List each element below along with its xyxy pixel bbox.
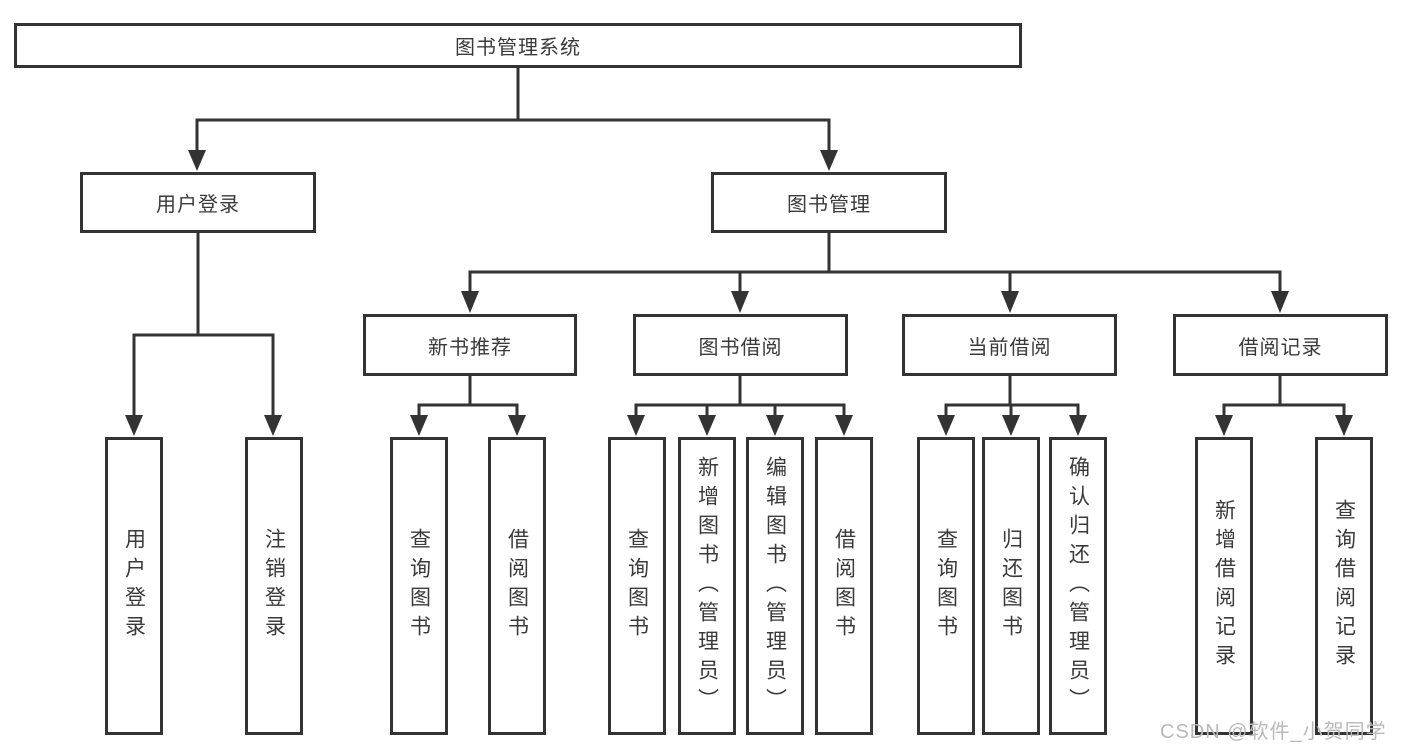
leaf-label: 新增借阅记录 <box>1212 499 1236 673</box>
leaf-label: 查询借阅记录 <box>1332 499 1356 673</box>
leaf-label: 编辑图书（管理员） <box>763 455 787 717</box>
leaf-return-books: 归还图书 <box>982 437 1040 735</box>
node-label: 图书管理系统 <box>455 37 581 59</box>
node-label: 新书推荐 <box>428 336 512 359</box>
node-current-borrowing: 当前借阅 <box>902 314 1117 376</box>
leaf-query-borrow-record: 查询借阅记录 <box>1315 437 1373 735</box>
leaf-borrow-books-recommend: 借阅图书 <box>488 437 546 735</box>
leaf-add-borrow-record: 新增借阅记录 <box>1195 437 1253 735</box>
leaf-logout: 注销登录 <box>245 437 303 735</box>
node-label: 用户登录 <box>156 194 240 216</box>
node-borrowing-records: 借阅记录 <box>1173 314 1388 376</box>
leaf-user-login: 用户登录 <box>105 437 163 735</box>
leaf-edit-books-admin: 编辑图书（管理员） <box>746 437 804 735</box>
leaf-confirm-return-admin: 确认归还（管理员） <box>1049 437 1107 735</box>
leaf-query-books-borrowing: 查询图书 <box>608 437 666 735</box>
leaf-query-books-recommend: 查询图书 <box>390 437 448 735</box>
leaf-query-books-current: 查询图书 <box>917 437 975 735</box>
leaf-label: 归还图书 <box>999 528 1023 644</box>
node-label: 当前借阅 <box>967 336 1052 359</box>
node-library-management-system: 图书管理系统 <box>14 23 1022 68</box>
node-label: 图书管理 <box>787 194 871 216</box>
leaf-label: 借阅图书 <box>505 528 529 644</box>
node-new-book-recommend: 新书推荐 <box>363 314 577 376</box>
leaf-borrow-books: 借阅图书 <box>815 437 873 735</box>
leaf-label: 确认归还（管理员） <box>1066 455 1090 717</box>
node-book-borrowing: 图书借阅 <box>633 314 848 376</box>
leaf-label: 查询图书 <box>934 528 958 644</box>
node-user-login: 用户登录 <box>80 172 316 233</box>
node-label: 借阅记录 <box>1238 336 1323 359</box>
node-book-management: 图书管理 <box>711 172 947 233</box>
csdn-watermark: CSDN @软件_小贺同学 <box>1160 721 1387 743</box>
leaf-label: 注销登录 <box>262 528 286 644</box>
leaf-add-books-admin: 新增图书（管理员） <box>678 437 736 735</box>
arrowheads <box>125 150 1353 436</box>
leaf-label: 新增图书（管理员） <box>695 455 719 717</box>
leaf-label: 借阅图书 <box>832 528 856 644</box>
node-label: 图书借阅 <box>698 336 783 359</box>
leaf-label: 查询图书 <box>407 528 431 644</box>
leaf-label: 用户登录 <box>122 528 146 644</box>
leaf-label: 查询图书 <box>625 528 649 644</box>
